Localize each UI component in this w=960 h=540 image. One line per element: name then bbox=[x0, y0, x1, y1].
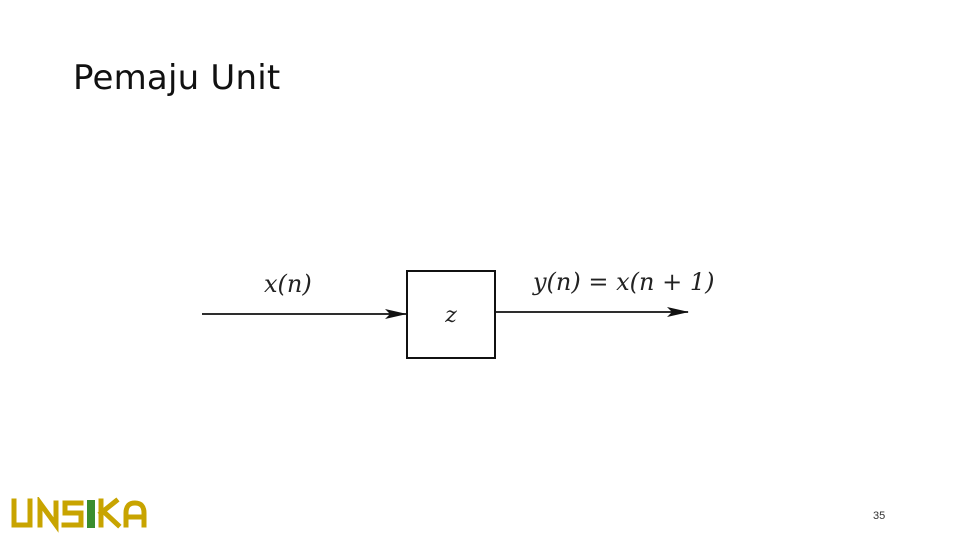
slide-title: Pemaju Unit bbox=[73, 58, 281, 98]
output-label: y(n) = x(n + 1) bbox=[532, 268, 714, 296]
page-number: 35 bbox=[873, 510, 886, 522]
z-block bbox=[406, 270, 496, 359]
input-label: x(n) bbox=[264, 270, 312, 298]
block-label: z bbox=[444, 303, 457, 328]
unsika-logo bbox=[11, 497, 147, 533]
